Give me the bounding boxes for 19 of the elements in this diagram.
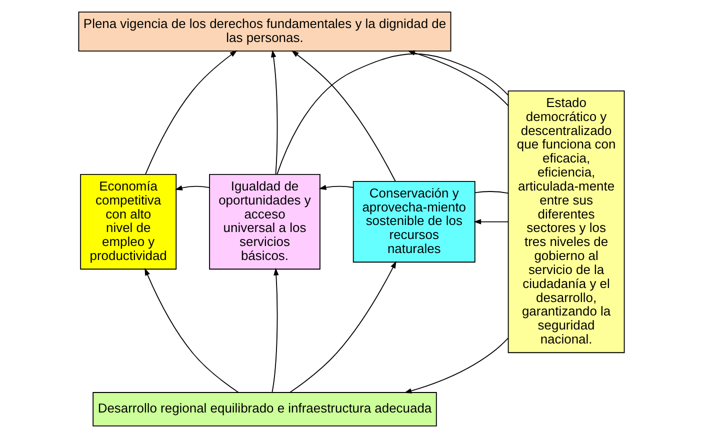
- node-box: Desarrollo regional equilibrado e infraestructura adecuada: [92, 392, 437, 426]
- arrow: [272, 268, 279, 393]
- node-box: Igualdad de oportunidades y acceso universal a los servicios básicos.: [209, 174, 320, 270]
- node-box: Economía competitiva con alto nivel de empleo y productividad: [80, 174, 177, 270]
- arrow: [144, 268, 240, 393]
- arrow: [270, 50, 278, 175]
- arrow: [404, 338, 509, 394]
- node-box: Conservación y aprovecha-miento sostenible de los recursos naturales: [352, 180, 476, 263]
- node-box: Estado democrático y descentralizado que funciona con eficacia, eficiencia, articulada-mente entre sus diferentes sectores y los tres niveles de gobierno al servicio de la ciudadanía y el desarrollo, garantizando la seguridad nacional.: [508, 90, 625, 354]
- arrow: [474, 219, 509, 224]
- arrow: [174, 185, 210, 190]
- connector: [276, 53, 509, 175]
- connector: [474, 191, 509, 194]
- arrow: [318, 184, 354, 190]
- node-box: Plena vigencia de los derechos fundamentales y la dignidad de las personas.: [78, 12, 452, 52]
- arrow: [144, 50, 238, 175]
- arrow: [407, 50, 509, 106]
- arrow: [291, 50, 396, 182]
- arrow: [290, 260, 396, 393]
